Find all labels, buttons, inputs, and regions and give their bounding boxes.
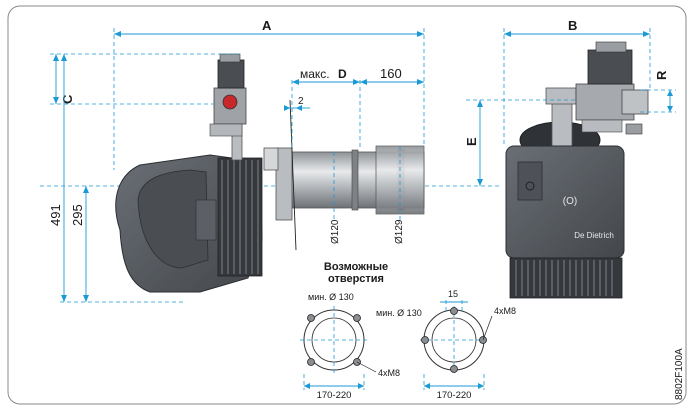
axis-height-label: 295 bbox=[70, 204, 85, 226]
dimension-b: B bbox=[503, 18, 651, 146]
openings-title-line2: отверстия bbox=[328, 273, 384, 285]
panel-mark: (O) bbox=[563, 196, 577, 207]
dimension-b-label: B bbox=[568, 18, 577, 33]
dimension-e-label: E bbox=[464, 137, 479, 146]
tube-diameter-2: Ø129 bbox=[394, 219, 405, 244]
dimension-a: A bbox=[113, 18, 425, 170]
housing-cover bbox=[137, 169, 209, 269]
housing-plug bbox=[195, 199, 217, 241]
dimension-r-label: R bbox=[654, 70, 669, 80]
tube-ring-1 bbox=[351, 149, 359, 211]
front-housing-window bbox=[517, 161, 543, 201]
opening-left-min-label: мин. Ø 130 bbox=[308, 292, 354, 302]
drawing-frame bbox=[7, 5, 687, 405]
flange-plate-line bbox=[289, 99, 297, 251]
opening-left-span: 170-220 bbox=[317, 390, 352, 401]
bolt-hole bbox=[450, 307, 458, 315]
valve-connector bbox=[219, 53, 241, 63]
opening-right-span: 170-220 bbox=[437, 390, 472, 401]
opening-right-min-label: мин. Ø 130 bbox=[376, 308, 422, 318]
gap-label: 2 bbox=[298, 96, 304, 107]
opening-right-bolts: 4xM8 bbox=[494, 306, 516, 316]
bolt-hole bbox=[421, 336, 429, 344]
front-valve-flange bbox=[621, 89, 649, 115]
opening-right: мин. Ø 130 15 4xM8 170-220 bbox=[376, 289, 516, 401]
valve-knob bbox=[222, 94, 238, 110]
burner-side-view bbox=[40, 53, 500, 293]
opening-right-offset: 15 bbox=[448, 289, 458, 299]
dimension-c: C bbox=[50, 53, 240, 105]
tube-diameters: Ø120 Ø129 bbox=[330, 146, 405, 244]
bolt-hole bbox=[353, 314, 361, 322]
dimension-a-label: A bbox=[262, 18, 272, 33]
dimension-heights: 491 295 bbox=[48, 54, 186, 303]
valve-fitting bbox=[209, 123, 243, 137]
gas-elbow bbox=[551, 99, 573, 149]
dimension-c-label: C bbox=[60, 94, 75, 104]
elbow-fitting bbox=[545, 87, 577, 105]
openings-title-line1: Возможные bbox=[324, 261, 388, 273]
dimension-d-label: D bbox=[338, 67, 347, 81]
tube-diameter-1: Ø120 bbox=[330, 219, 341, 244]
front-housing-screw bbox=[525, 181, 535, 191]
total-height-label: 491 bbox=[48, 204, 63, 226]
flange bbox=[275, 147, 293, 221]
bolt-hole bbox=[450, 365, 458, 373]
dimension-r: R bbox=[640, 70, 676, 113]
front-valve-base bbox=[581, 119, 623, 133]
figure-code: 8802F100A bbox=[674, 348, 685, 400]
opening-left-bolts: 4xM8 bbox=[378, 368, 400, 378]
bolt-hole bbox=[307, 314, 315, 322]
dimension-gap: 2 bbox=[284, 96, 310, 111]
front-valve-connector bbox=[595, 41, 627, 53]
tube-extension-label: 160 bbox=[380, 66, 402, 81]
grill-slats bbox=[221, 160, 259, 274]
burner-front-view: (O) De Dietrich bbox=[505, 41, 649, 299]
valve-coil bbox=[217, 59, 245, 89]
bolt-hole bbox=[307, 358, 315, 366]
front-grill bbox=[509, 257, 623, 299]
front-valve-nut bbox=[625, 123, 643, 135]
brand-logo-text: De Dietrich bbox=[574, 231, 614, 240]
dimension-e: E bbox=[464, 99, 576, 186]
flange-clamp bbox=[263, 147, 279, 171]
max-prefix-label: макс. bbox=[300, 67, 330, 81]
dimension-d: макс. D 160 bbox=[291, 66, 424, 148]
front-grill-slats bbox=[515, 260, 613, 296]
opening-left: мин. Ø 130 4xM8 170-220 bbox=[300, 292, 400, 401]
front-valve-coil bbox=[587, 49, 633, 85]
